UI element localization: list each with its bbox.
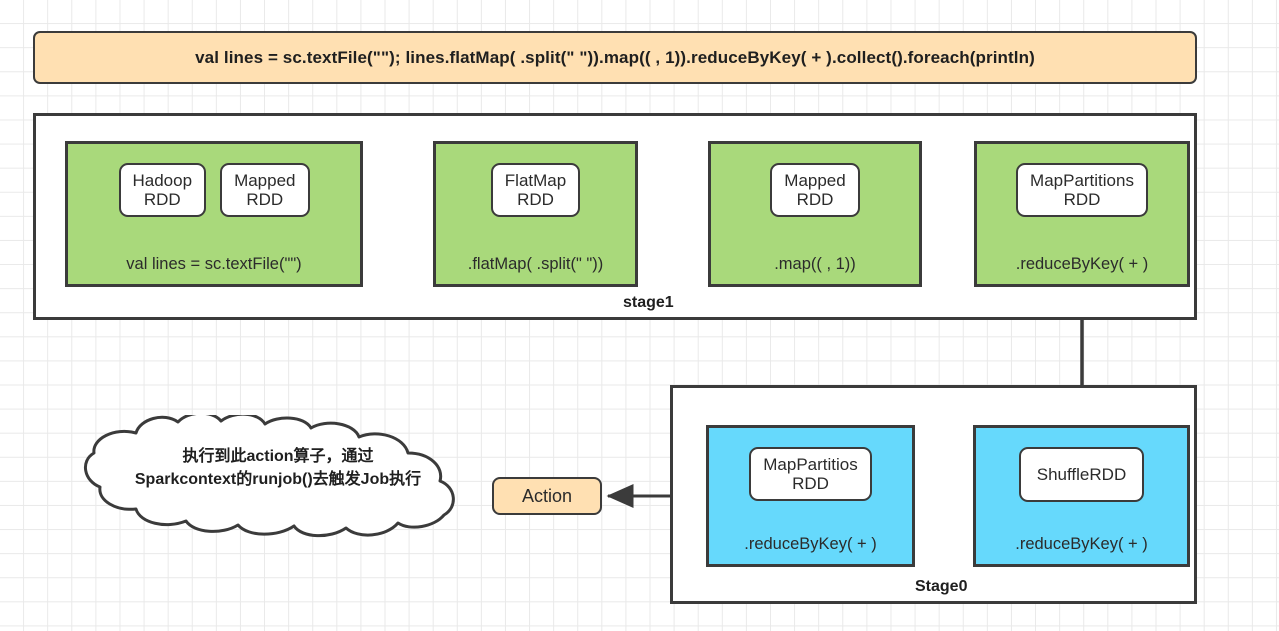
rdd-group-caption: .flatMap( .split(" ")): [467, 255, 604, 273]
code-banner: val lines = sc.textFile(""); lines.flatM…: [33, 31, 1197, 84]
rdd-node-flatmap-rdd[interactable]: FlatMap RDD: [490, 163, 581, 218]
rdd-node-row: FlatMap RDD: [490, 163, 581, 218]
rdd-node-line1: FlatMap: [504, 171, 567, 190]
rdd-node-row: ShuffleRDD: [1018, 447, 1145, 503]
rdd-node-row: MapPartitios RDD: [749, 447, 872, 502]
rdd-node-line1: ShuffleRDD: [1036, 465, 1127, 484]
rdd-node-line2: RDD: [792, 474, 829, 494]
rdd-node-row: MapPartitions RDD: [1016, 163, 1148, 218]
rdd-group-caption: .reduceByKey( + ): [744, 535, 877, 553]
rdd-group-caption: .reduceByKey( + ): [1015, 535, 1148, 553]
rdd-node-mapped-rdd[interactable]: Mapped RDD: [220, 163, 310, 218]
code-banner-text: val lines = sc.textFile(""); lines.flatM…: [195, 47, 1035, 67]
rdd-node-hadoop-rdd[interactable]: Hadoop RDD: [118, 163, 207, 218]
rdd-node-line1: Mapped: [234, 171, 296, 190]
rdd-group-shuffle: ShuffleRDD .reduceByKey( + ): [973, 425, 1190, 567]
rdd-node-line2: RDD: [246, 190, 284, 210]
rdd-node-row: Hadoop RDD Mapped RDD: [118, 163, 310, 218]
rdd-node-line1: MapPartitios: [763, 455, 858, 474]
action-box[interactable]: Action: [492, 477, 602, 515]
stage1-label: stage1: [623, 294, 674, 311]
cloud-callout-text: 执行到此action算子，通过 Sparkcontext的runjob()去触发…: [78, 445, 478, 491]
rdd-group-caption: val lines = sc.textFile(""): [126, 255, 302, 273]
rdd-group-mapped: Mapped RDD .map(( , 1)): [708, 141, 922, 287]
rdd-node-mappartitios-rdd[interactable]: MapPartitios RDD: [749, 447, 872, 502]
cloud-callout: 执行到此action算子，通过 Sparkcontext的runjob()去触发…: [78, 415, 478, 540]
cloud-callout-line1: 执行到此action算子，通过: [182, 448, 374, 465]
rdd-node-mapped-rdd-2[interactable]: Mapped RDD: [770, 163, 860, 218]
rdd-node-line1: MapPartitions: [1030, 171, 1134, 190]
action-label: Action: [521, 485, 573, 506]
stage0-label: Stage0: [915, 578, 968, 595]
rdd-node-shuffle-rdd[interactable]: ShuffleRDD: [1018, 447, 1145, 503]
rdd-node-line1: Mapped: [784, 171, 846, 190]
cloud-callout-line2: Sparkcontext的runjob()去触发Job执行: [134, 471, 422, 489]
rdd-group-hadoop: Hadoop RDD Mapped RDD val lines = sc.tex…: [65, 141, 363, 287]
cloud-shape-icon: [84, 415, 455, 538]
rdd-node-line1: Hadoop: [132, 171, 193, 190]
rdd-node-line2: RDD: [796, 190, 834, 210]
rdd-node-line2: RDD: [143, 190, 181, 210]
rdd-group-mappartitios: MapPartitios RDD .reduceByKey( + ): [706, 425, 915, 567]
rdd-group-caption: .reduceByKey( + ): [1015, 255, 1149, 273]
rdd-node-mappartitions-rdd[interactable]: MapPartitions RDD: [1016, 163, 1148, 218]
rdd-node-row: Mapped RDD: [770, 163, 860, 218]
rdd-group-mappartitions: MapPartitions RDD .reduceByKey( + ): [974, 141, 1190, 287]
rdd-node-line2: RDD: [1063, 190, 1101, 210]
rdd-group-caption: .map(( , 1)): [774, 255, 856, 273]
rdd-node-line2: RDD: [517, 190, 554, 210]
rdd-group-flatmap: FlatMap RDD .flatMap( .split(" ")): [433, 141, 638, 287]
